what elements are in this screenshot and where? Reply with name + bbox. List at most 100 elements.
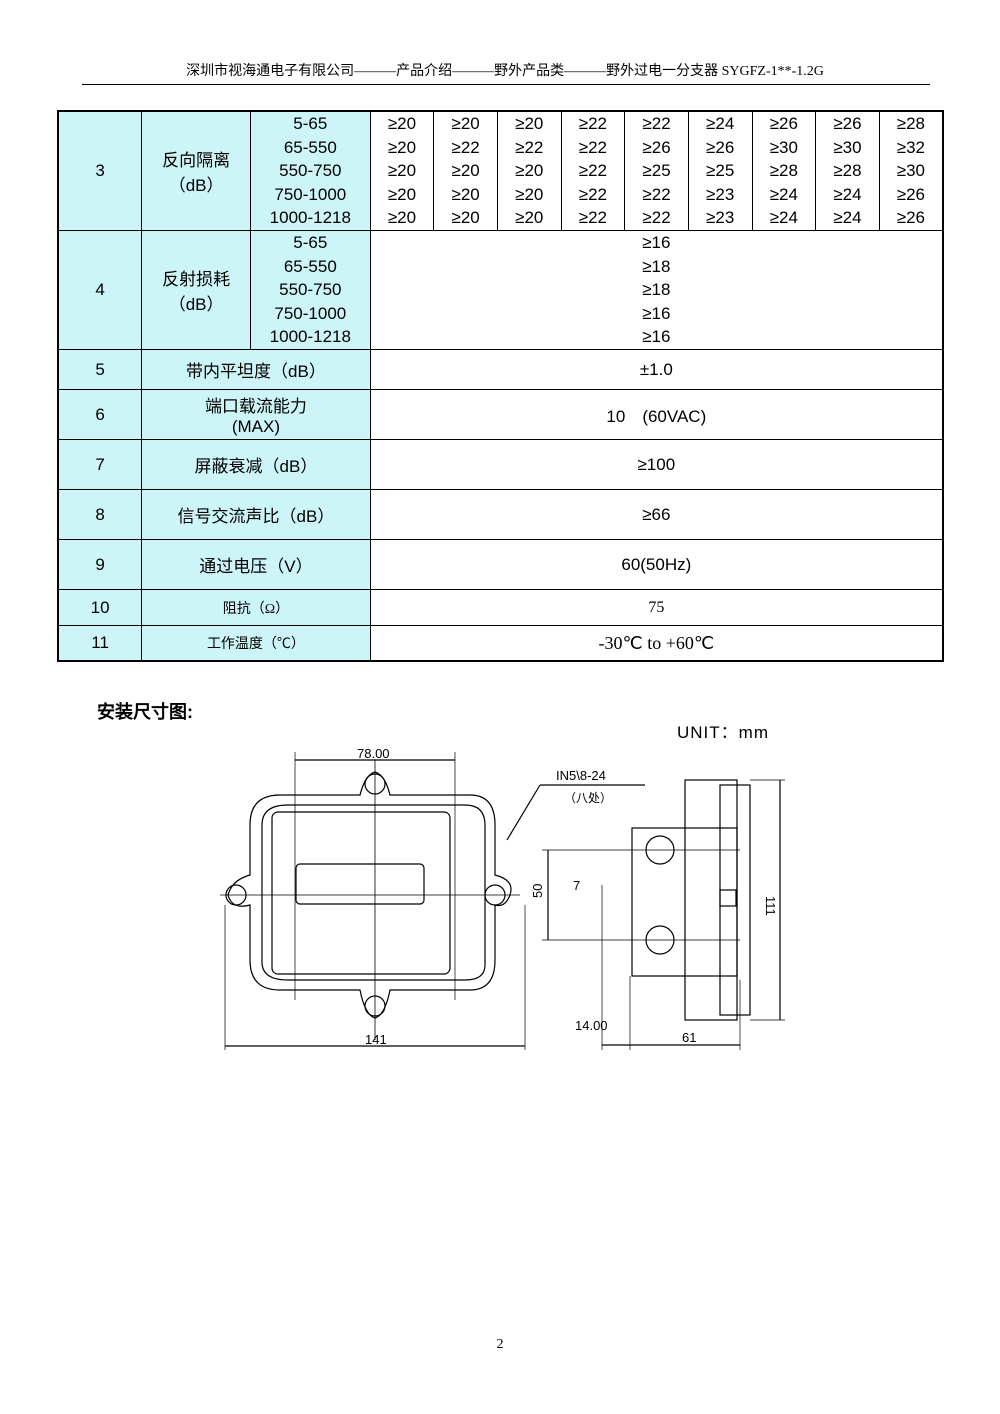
param-label-2: (MAX)	[231, 417, 281, 436]
freq-ranges: 5-65 65-550 550-750 750-1000 1000-1218	[249, 110, 371, 231]
param-name: 端口载流能力(MAX)	[141, 389, 371, 440]
cell-line: ≥16	[642, 327, 671, 347]
value-col: ≥28 ≥32 ≥30 ≥26 ≥26	[878, 110, 944, 231]
cell-line: 750-1000	[274, 184, 347, 204]
param-value: -30℃ to +60℃	[369, 625, 944, 662]
dimension-drawing: 78.00 141 IN5\8-24 （八处） 50 7 111 14.00 6…	[220, 746, 785, 1050]
isolation-value: ≥20	[451, 114, 480, 134]
row-number: 5	[57, 349, 143, 390]
isolation-value: ≥24	[833, 184, 862, 204]
isolation-value: ≥20	[515, 161, 544, 181]
isolation-value: ≥22	[578, 184, 608, 204]
row-number: 9	[57, 539, 143, 590]
side-view	[542, 779, 785, 1050]
isolation-value: ≥26	[896, 208, 926, 228]
isolation-value: ≥20	[451, 161, 480, 181]
isolation-value: ≥25	[642, 161, 671, 181]
thread-note: （八处）	[564, 791, 612, 805]
isolation-value: ≥22	[578, 208, 608, 228]
param-name: 阻抗（Ω）	[141, 589, 371, 626]
param-value: ±1.0	[369, 349, 944, 390]
isolation-value: ≥20	[515, 184, 544, 204]
unit-label: UNIT：mm	[677, 723, 769, 742]
param-label: 反向隔离	[162, 151, 231, 170]
isolation-value: ≥26	[706, 137, 735, 157]
dim-111: 111	[763, 896, 778, 916]
isolation-value: ≥22	[578, 161, 608, 181]
cell-line: 550-750	[279, 161, 342, 181]
isolation-value: ≥22	[451, 137, 480, 157]
isolation-value: ≥23	[706, 184, 735, 204]
row-number: 8	[57, 489, 143, 540]
row-number: 10	[57, 589, 143, 626]
cell-line: 5-65	[293, 233, 328, 253]
isolation-value: ≥22	[515, 137, 544, 157]
isolation-value: ≥20	[387, 184, 417, 204]
param-value: 60(50Hz)	[369, 539, 944, 590]
param-label: 端口载流能力	[204, 397, 307, 416]
isolation-value: ≥22	[642, 184, 671, 204]
isolation-value: ≥28	[833, 161, 862, 181]
param-value: ≥100	[369, 439, 944, 490]
cell-line: 65-550	[283, 137, 337, 157]
isolation-value: ≥20	[515, 114, 544, 134]
value-col: ≥22 ≥26 ≥25 ≥22 ≥22	[624, 110, 689, 231]
cell-line: 65-550	[283, 256, 337, 276]
param-value: 10 (60VAC)	[369, 389, 944, 440]
isolation-value: ≥22	[578, 137, 608, 157]
isolation-value: ≥20	[387, 208, 417, 228]
isolation-value: ≥28	[769, 161, 798, 181]
param-name: 带内平坦度（dB）	[141, 349, 371, 390]
cell-line: 1000-1218	[269, 327, 351, 347]
param-name: 通过电压（V）	[141, 539, 371, 590]
isolation-value: ≥20	[515, 208, 544, 228]
value-col: ≥20≥20≥20≥20≥20	[369, 110, 435, 231]
front-view	[220, 752, 645, 1050]
value-col: ≥26 ≥30 ≥28 ≥24 ≥24	[815, 110, 880, 231]
isolation-value: ≥20	[387, 161, 417, 181]
dim-7: 7	[573, 878, 580, 893]
cell-line: 1000-1218	[269, 208, 351, 228]
isolation-value: ≥26	[896, 184, 926, 204]
isolation-value: ≥32	[896, 137, 926, 157]
isolation-value: ≥24	[833, 208, 862, 228]
cell-line: ≥16	[642, 303, 671, 323]
isolation-value: ≥22	[578, 114, 608, 134]
dim-14: 14.00	[575, 1018, 608, 1033]
value-col: ≥26≥30≥28≥24≥24	[751, 110, 817, 231]
isolation-value: ≥26	[833, 114, 862, 134]
cell-line: 750-1000	[274, 303, 347, 323]
value-col: ≥16 ≥18 ≥18 ≥16 ≥16	[369, 230, 944, 350]
dim-bottom: 141	[365, 1032, 387, 1047]
cell-line: 5-65	[293, 114, 328, 134]
isolation-value: ≥25	[706, 161, 735, 181]
dim-50: 50	[530, 884, 545, 898]
isolation-value: ≥22	[642, 114, 671, 134]
cell-line: ≥16	[642, 233, 671, 253]
param-unit: （dB）	[168, 176, 224, 195]
row-number: 11	[57, 625, 143, 662]
isolation-value: ≥26	[642, 137, 671, 157]
cell-line: ≥18	[642, 280, 671, 300]
cell-line: ≥18	[642, 256, 671, 276]
dim-61: 61	[682, 1030, 696, 1045]
isolation-value: ≥20	[387, 137, 417, 157]
isolation-value: ≥28	[896, 114, 926, 134]
row-number: 7	[57, 439, 143, 490]
install-dimensions-title: 安装尺寸图:	[97, 702, 193, 722]
isolation-value: ≥30	[833, 137, 862, 157]
isolation-value: ≥30	[769, 137, 798, 157]
param-name: 屏蔽衰减（dB）	[141, 439, 371, 490]
isolation-value: ≥30	[896, 161, 926, 181]
isolation-value: ≥23	[706, 208, 735, 228]
isolation-value: ≥22	[642, 208, 671, 228]
